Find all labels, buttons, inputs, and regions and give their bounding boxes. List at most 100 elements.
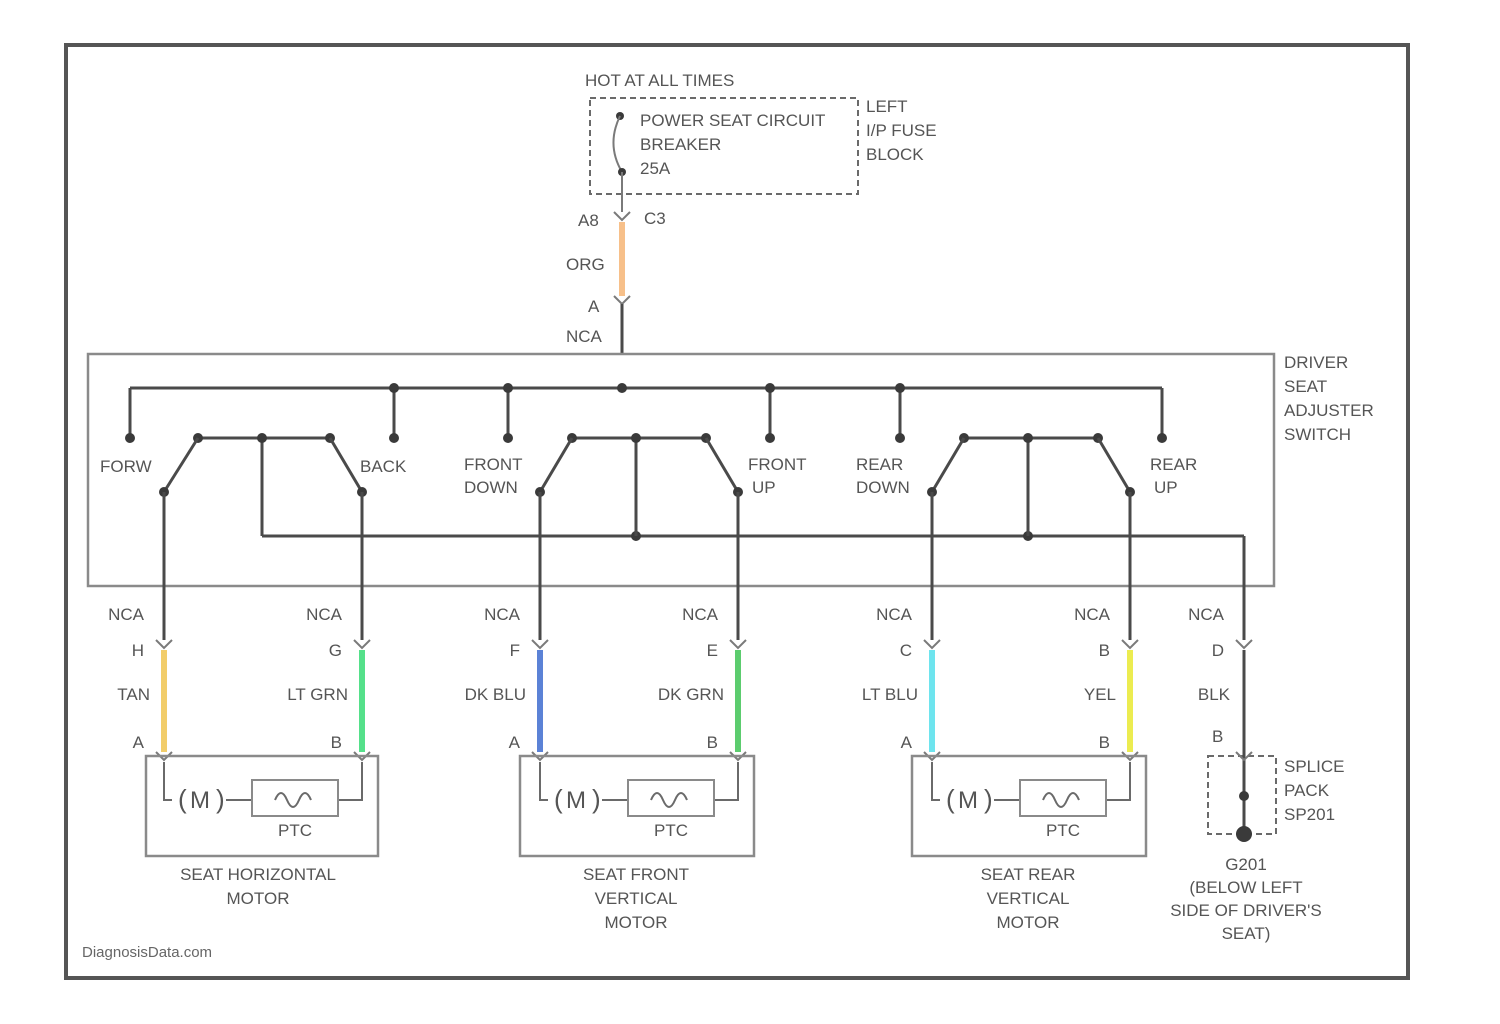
ptc-label: PTC [278,821,312,840]
motor-3-name-3: MOTOR [997,913,1060,932]
ground-label-1: G201 [1225,855,1267,874]
switch-name-3: ADJUSTER [1284,401,1374,420]
connector-c3-label: C3 [644,209,666,228]
output-wire-6: NCABYELB [1074,492,1138,760]
wire-pin-label: E [707,641,718,660]
wire-nca-label: NCA [876,605,913,624]
ptc-box [1020,780,1106,816]
wire-color-label: YEL [1084,685,1116,704]
motor-symbol: M [958,787,978,814]
motor-symbol: M [566,787,586,814]
motor-pin-label: B [331,733,342,752]
front-down-label-2: DOWN [464,478,518,497]
breaker-label-1: POWER SEAT CIRCUIT [640,111,825,130]
connector-symbol [1122,640,1138,648]
connector-symbol [532,640,548,648]
motor-pin-label: A [901,733,913,752]
motor-1: M()PTC [146,756,378,856]
fuse-block-label-1: LEFT [866,97,908,116]
ground-point [1236,826,1252,842]
pin-a8-label: A8 [578,211,599,230]
connector-symbol [730,640,746,648]
credit-watermark: DiagnosisData.com [82,944,212,961]
ptc-box [252,780,338,816]
wire-color-label: LT BLU [862,685,918,704]
motor-symbol: M [190,787,210,814]
fuse-block-label-2: I/P FUSE [866,121,937,140]
back-label: BACK [360,457,407,476]
forw-label: FORW [100,457,152,476]
bus-dots [125,383,1167,443]
wire-nca-label: NCA [108,605,145,624]
motor-2-name-3: MOTOR [605,913,668,932]
splice-label-1: SPLICE [1284,757,1344,776]
motor-2: M()PTC [520,756,754,856]
rear-down-label-2: DOWN [856,478,910,497]
motor-2-name-1: SEAT FRONT [583,865,689,884]
motor-2-name-2: VERTICAL [595,889,678,908]
rear-up-label-1: REAR [1150,455,1197,474]
motor-paren-left: ( [554,784,563,814]
wire-nca-label: NCA [682,605,719,624]
wire-pin-label: B [1099,641,1110,660]
motor-pin-label: A [509,733,521,752]
wire-color-label: TAN [117,685,150,704]
motor-lead-left [932,762,940,800]
feed-nca-label: NCA [566,327,603,346]
front-up-label-2: UP [752,478,776,497]
bus-junction [617,383,627,393]
wire-pin-label: F [510,641,520,660]
connector-symbol [924,640,940,648]
wire-color-label: BLK [1198,685,1231,704]
connector-a-symbol [614,296,630,304]
rear-down-label-1: REAR [856,455,903,474]
breaker-label-3: 25A [640,159,671,178]
ptc-element [275,793,311,807]
output-wire-5: NCA C LT BLU A [862,492,940,760]
splice-label-2: PACK [1284,781,1330,800]
switch-name-2: SEAT [1284,377,1327,396]
wire-nca-label: NCA [484,605,521,624]
breaker-element [613,116,622,172]
wire-nca-label: NCA [1188,605,1225,624]
wire-nca-label: NCA [1074,605,1111,624]
connector-symbol [156,640,172,648]
fuse-block-label-3: BLOCK [866,145,924,164]
connector-symbol [1236,640,1252,648]
switch-rear-vertical [927,433,1135,536]
motor-3-name-1: SEAT REAR [981,865,1076,884]
splice-pin-label: B [1212,727,1223,746]
ptc-element [651,793,687,807]
wire-pin-label: C [900,641,912,660]
wire-nca-label: NCA [306,605,343,624]
motor-pin-label: A [133,733,145,752]
motor-paren-left: ( [178,784,187,814]
ptc-label: PTC [1046,821,1080,840]
motor-lead-right [1106,762,1130,800]
wire-pin-label: G [329,641,342,660]
motor-paren-right: ) [984,784,993,814]
motor-pin-label: B [707,733,718,752]
motor-1-name-1: SEAT HORIZONTAL [180,865,336,884]
motor-lead-right [338,762,362,800]
switch-horizontal [159,433,367,536]
ground-label-4: SEAT) [1222,924,1271,943]
rear-up-label-2: UP [1154,478,1178,497]
motor-lead-right [714,762,738,800]
motor-paren-left: ( [946,784,955,814]
output-wire-3: NCA F DK BLU A [465,492,548,760]
wire-pin-label: H [132,641,144,660]
wire-color-label: LT GRN [287,685,348,704]
wire-color-label: DK BLU [465,685,526,704]
motor-paren-right: ) [592,784,601,814]
ptc-element [1043,793,1079,807]
ptc-box [628,780,714,816]
orange-wire-label: ORG [566,255,605,274]
output-wire-2: NCA G LT GRN B [287,492,370,760]
connector-symbol [354,640,370,648]
switch-name-4: SWITCH [1284,425,1351,444]
motor-1-name-2: MOTOR [227,889,290,908]
